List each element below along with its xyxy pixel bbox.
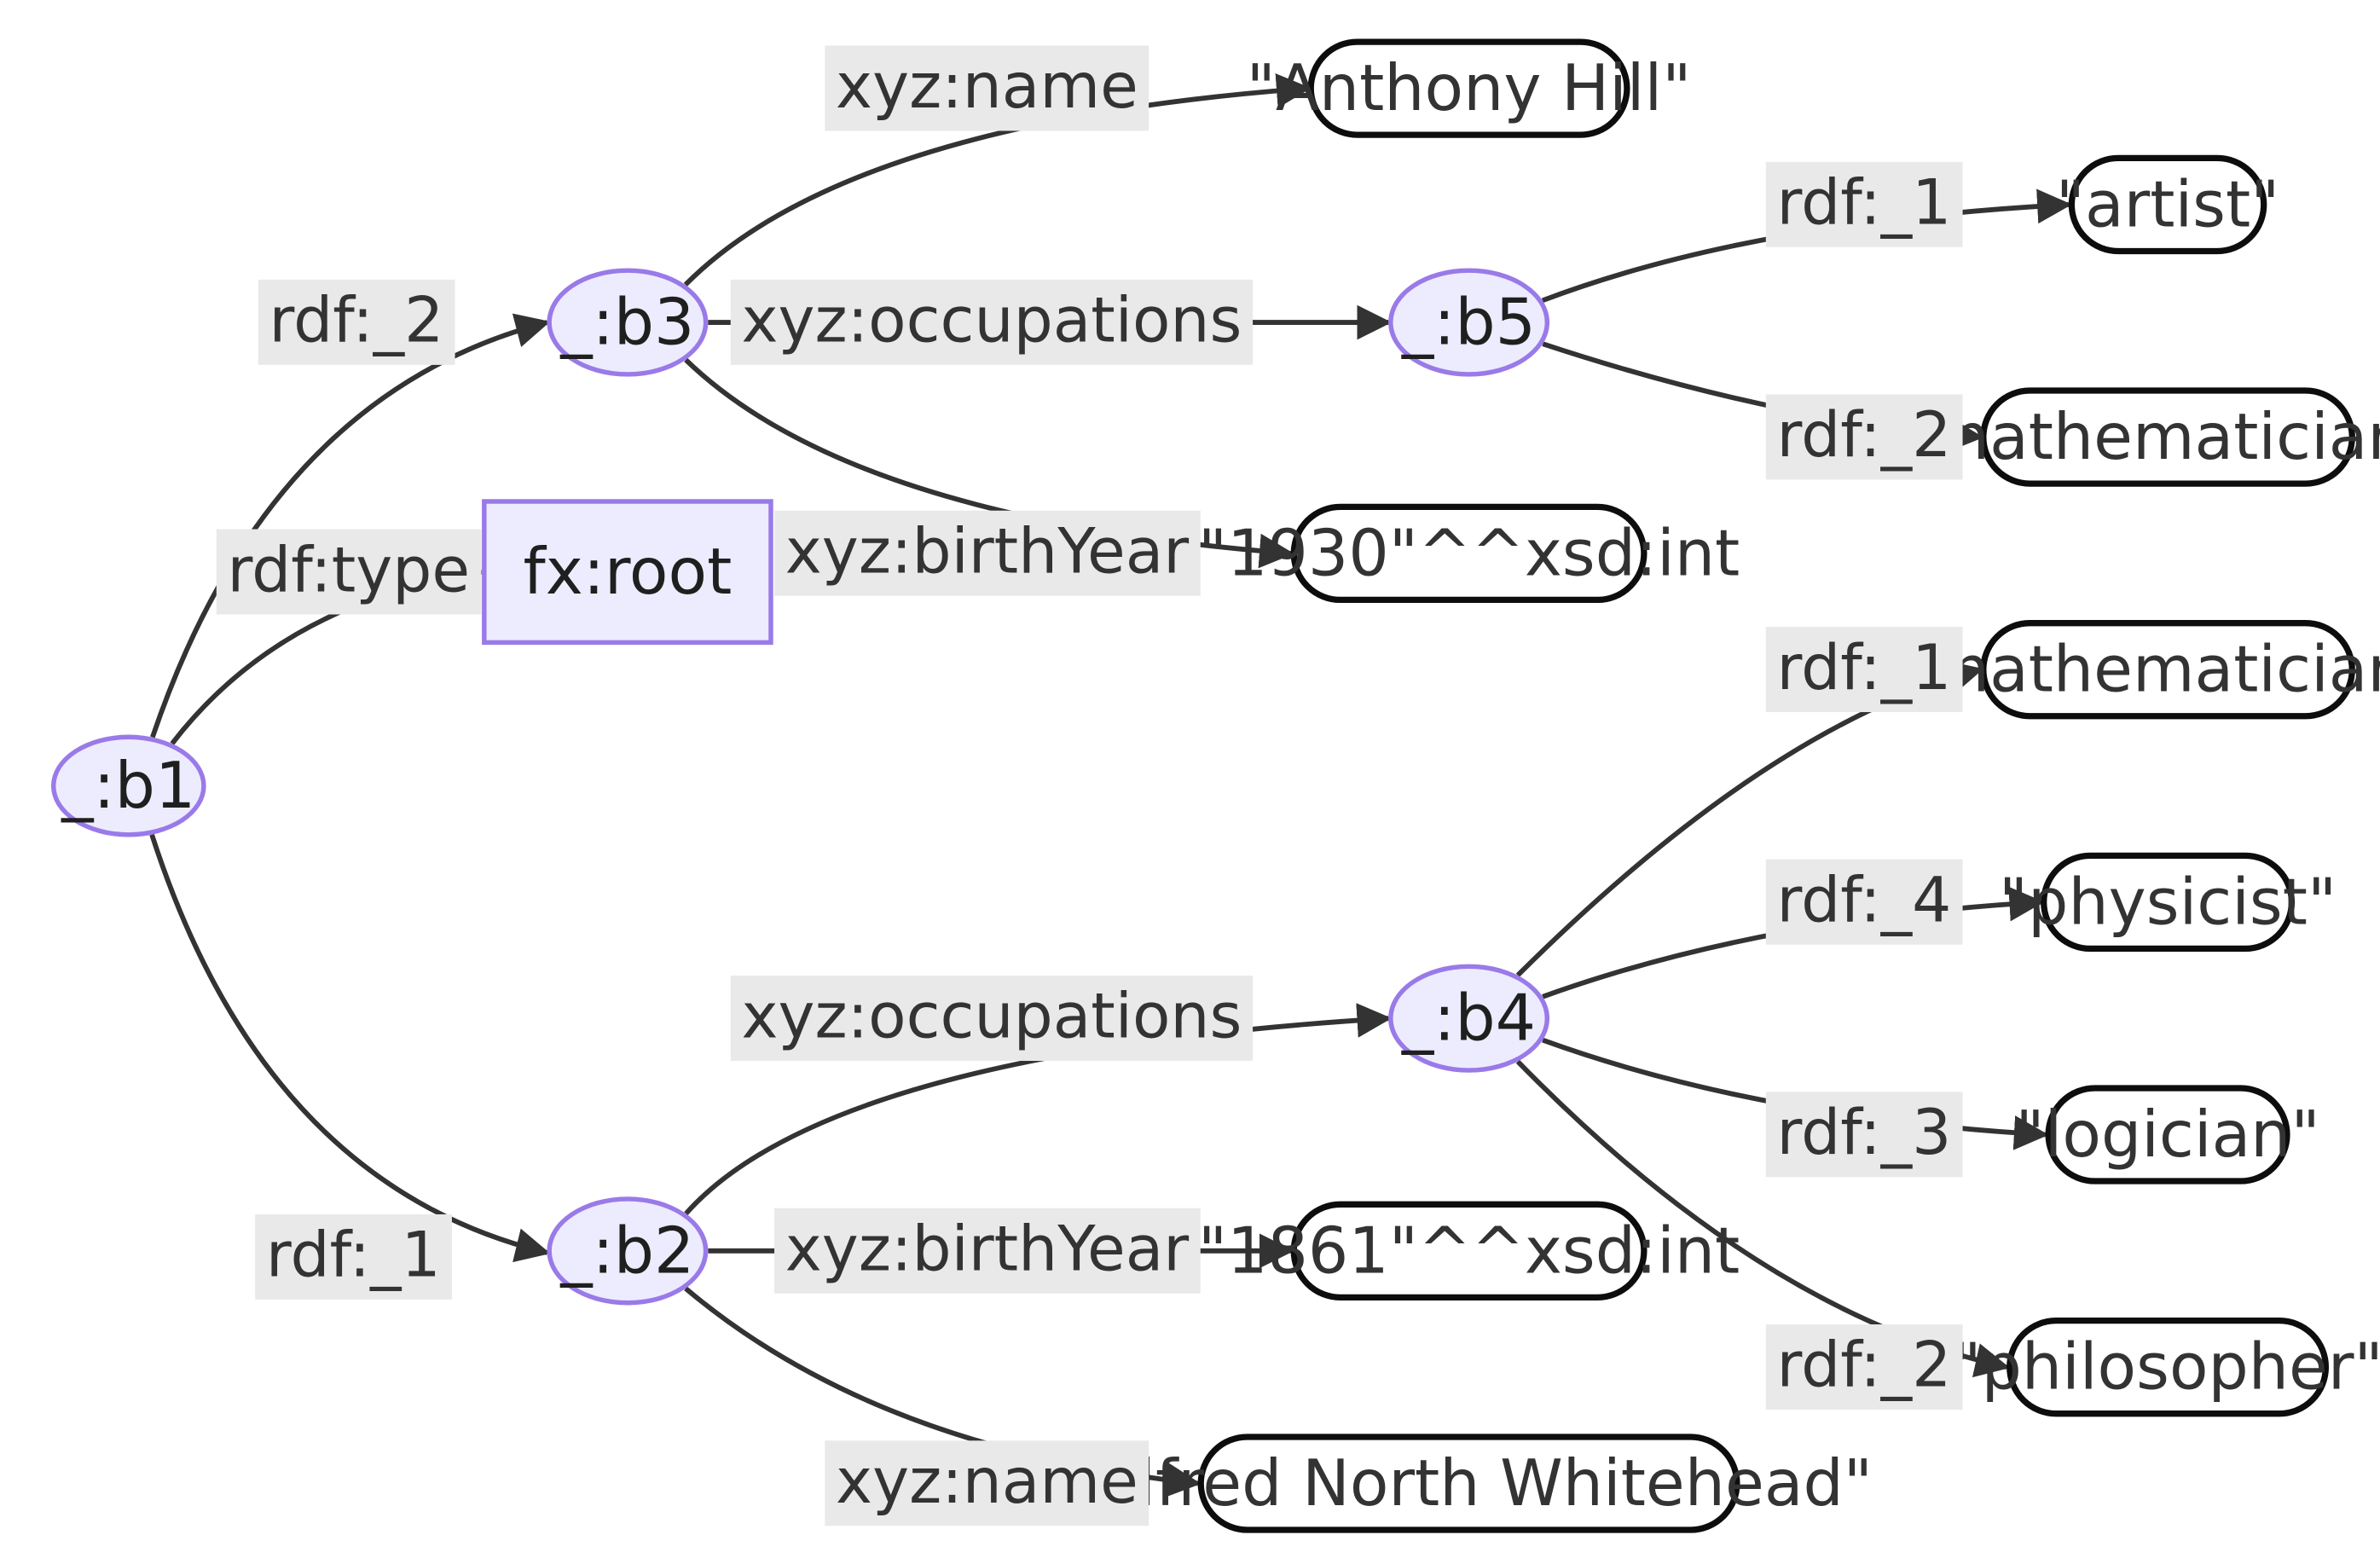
literal-node-lit_math2[interactable]: "mathematician" — [1898, 620, 2380, 720]
node-root[interactable]: fx:root — [482, 499, 773, 646]
node-label: _:b4 — [1402, 980, 1537, 1055]
edge-label-e5: xyz:occupations — [730, 279, 1254, 366]
literal-node-lit_math1[interactable]: "mathematician" — [1898, 387, 2380, 487]
edge-label-e12: rdf:_1 — [1765, 627, 1963, 713]
node-b2[interactable]: _:b2 — [547, 1196, 709, 1306]
node-label: "Alfred North Whitehead" — [1065, 1445, 1873, 1521]
node-label: _:b3 — [560, 284, 695, 359]
edge-label-e7: rdf:_1 — [1765, 161, 1963, 248]
literal-node-lit_anthony[interactable]: "Anthony Hill" — [1247, 38, 1691, 138]
node-label: fx:root — [523, 534, 733, 609]
edge-label-e8: rdf:_2 — [1765, 394, 1963, 480]
edge-label-e6: xyz:birthYear — [774, 510, 1200, 597]
edge-label-e2: rdf:type — [216, 529, 481, 615]
literal-node-lit_1930[interactable]: "1930"^^xsd:int — [1198, 503, 1740, 604]
literal-node-lit_philos[interactable]: "philosopher" — [1952, 1317, 2380, 1417]
node-label: "Anthony Hill" — [1246, 50, 1692, 125]
edge-label-e13: rdf:_4 — [1765, 859, 1963, 946]
edge-label-e9: xyz:occupations — [730, 976, 1254, 1062]
edge-label-e11: xyz:name — [825, 1440, 1149, 1526]
literal-node-lit_1861[interactable]: "1861"^^xsd:int — [1198, 1201, 1740, 1301]
node-label: _:b1 — [61, 748, 196, 823]
node-label: "physicist" — [1998, 864, 2337, 939]
node-b3[interactable]: _:b3 — [547, 268, 709, 377]
node-label: "1861"^^xsd:int — [1197, 1213, 1740, 1288]
node-label: "logician" — [2015, 1096, 2320, 1172]
node-label: _:b5 — [1402, 284, 1537, 359]
node-b5[interactable]: _:b5 — [1388, 268, 1550, 377]
edge-label-e1: rdf:_2 — [258, 279, 455, 366]
node-b1[interactable]: _:b1 — [50, 734, 206, 837]
node-label: "philosopher" — [1952, 1329, 2380, 1404]
edge-label-e3: rdf:_1 — [255, 1214, 452, 1300]
edge-label-e4: xyz:name — [825, 45, 1149, 131]
node-label: "1930"^^xsd:int — [1197, 515, 1740, 590]
node-label: "mathematician" — [1898, 399, 2380, 474]
node-label: _:b2 — [560, 1213, 695, 1288]
literal-node-lit_logician[interactable]: "logician" — [2015, 1085, 2320, 1185]
edge-label-e10: xyz:birthYear — [774, 1208, 1200, 1294]
edge-label-e15: rdf:_2 — [1765, 1324, 1963, 1410]
node-b4[interactable]: _:b4 — [1388, 964, 1550, 1073]
node-label: "mathematician" — [1898, 631, 2380, 706]
edge-label-e14: rdf:_3 — [1765, 1092, 1963, 1178]
literal-node-lit_artist[interactable]: "artist" — [2056, 154, 2279, 255]
node-label: "artist" — [2055, 166, 2280, 241]
literal-node-lit_physicist[interactable]: "physicist" — [1999, 852, 2337, 953]
literal-node-lit_alfred[interactable]: "Alfred North Whitehead" — [1065, 1434, 1873, 1533]
